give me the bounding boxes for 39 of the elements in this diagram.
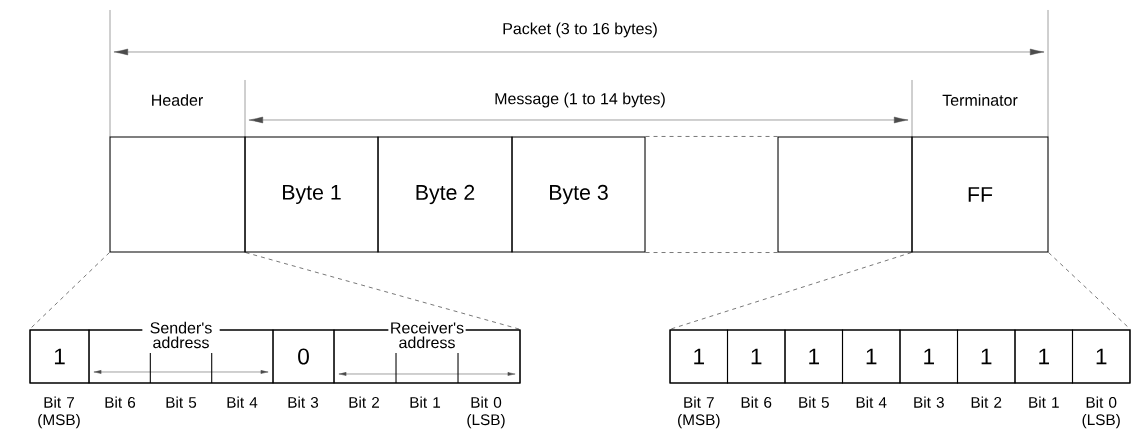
section-label: Terminator — [942, 94, 1018, 106]
dashed-line — [1048, 252, 1131, 330]
dashed-line — [29, 252, 110, 330]
byte-box: Byte 2 — [377, 136, 513, 253]
bit-cell: 1 — [1071, 329, 1131, 384]
bit-label: Bit 3 — [914, 396, 944, 408]
bit-cell: 0 — [272, 329, 335, 384]
bit-label: Bit 0 (LSB) — [1082, 396, 1120, 429]
bit-label: Bit 2 — [971, 396, 1002, 408]
address-field: Receiver's address — [333, 320, 521, 384]
bit-cell: 1 — [899, 329, 959, 384]
bit-cell: 1 — [1014, 329, 1074, 384]
bit-cell: 1 — [29, 329, 90, 384]
bit-label: Bit 4 — [856, 396, 887, 408]
byte-box — [777, 136, 913, 253]
dimension-label: Message (1 to 14 bytes) — [495, 92, 665, 108]
bit-label: Bit 7 (MSB) — [38, 396, 80, 429]
bit-cell: 1 — [784, 329, 844, 384]
bit-cell: 1 — [956, 329, 1016, 384]
dashed-line — [245, 252, 521, 330]
bit-cell: 1 — [726, 329, 786, 384]
byte-box: Byte 1 — [244, 136, 379, 253]
byte-box — [109, 136, 246, 253]
bit-label: Bit 7 (MSB) — [678, 396, 720, 429]
dashed-line — [669, 252, 912, 330]
bit-label: Bit 5 — [799, 396, 829, 408]
bit-cell: 1 — [669, 329, 729, 384]
bit-label: Bit 4 — [227, 396, 258, 408]
byte-box: Byte 3 — [511, 136, 646, 253]
section-label: Header — [152, 94, 203, 106]
address-field: Sender's address — [88, 320, 274, 384]
bit-label: Bit 1 — [1029, 396, 1059, 408]
dimension-label: Packet (3 to 16 bytes) — [503, 22, 657, 38]
bit-label: Bit 6 — [105, 396, 136, 408]
bit-label: Bit 6 — [741, 396, 772, 408]
bit-label: Bit 2 — [349, 396, 379, 408]
bit-label: Bit 3 — [288, 396, 319, 408]
byte-box: FF — [911, 136, 1049, 253]
bit-cell: 1 — [841, 329, 901, 384]
